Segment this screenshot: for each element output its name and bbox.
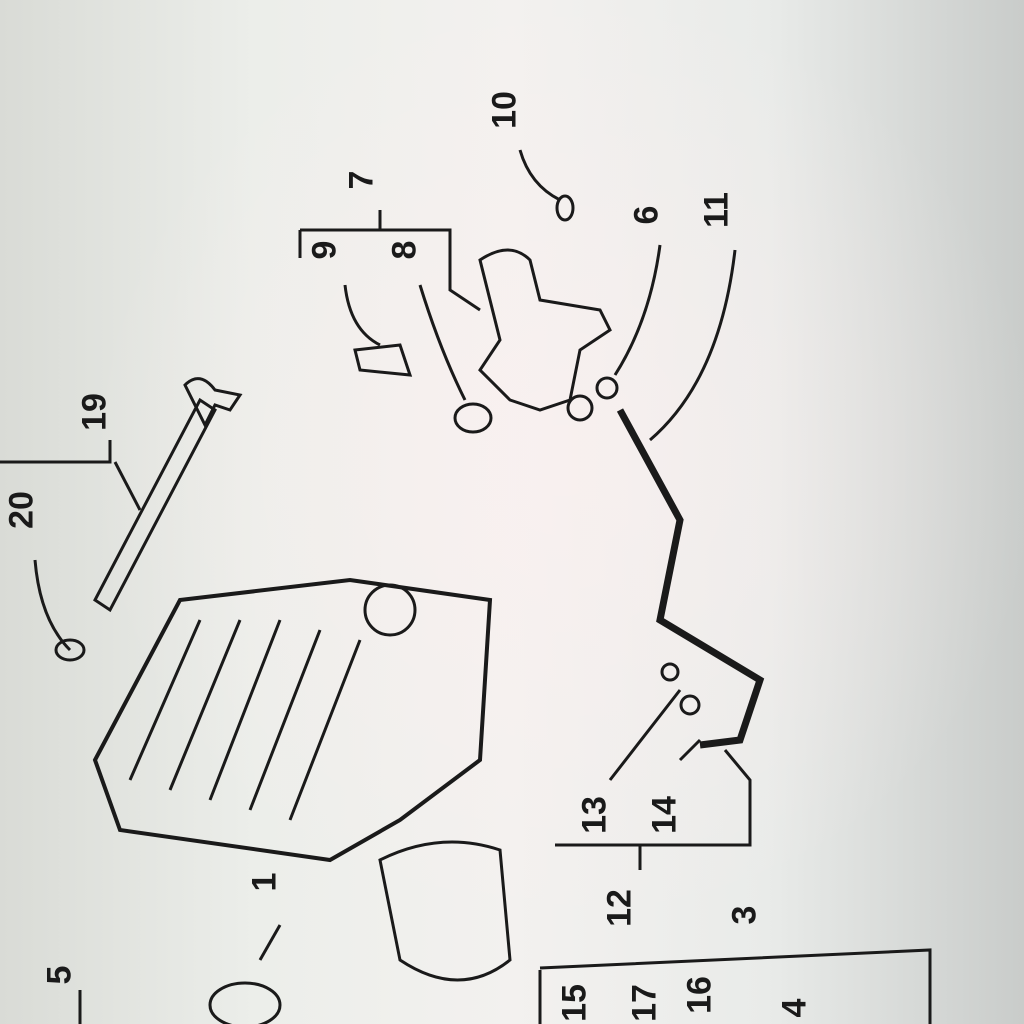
callout-15: 15 [555,984,594,1022]
leader-9 [343,284,381,347]
coolant-pipe [616,408,765,749]
leader-19 [113,461,142,511]
callout-13: 13 [575,796,614,834]
wrench-head [183,377,243,429]
callout-6: 6 [627,205,666,225]
callout-7: 7 [342,170,381,190]
seal-6 [595,376,619,400]
leader-10 [518,149,561,202]
clip-14 [679,694,701,716]
leader-13-14 [608,689,702,781]
part-5 [208,981,282,1024]
callout-8: 8 [385,240,424,260]
engine-pulley [363,583,417,637]
callout-10: 10 [485,91,524,129]
callout-12: 12 [600,889,639,927]
engine-block [92,577,493,863]
callout-9: 9 [305,240,344,260]
seal-8 [453,402,493,434]
callout-19: 19 [75,393,114,431]
callout-5: 5 [40,965,79,985]
housing-port [566,394,594,422]
bracket-19-20 [0,440,112,464]
o-ring-20 [54,638,86,662]
leader-11 [649,249,737,442]
bracket-12 [555,749,752,847]
bracket-3 [538,948,932,1024]
thermostat-housing [478,248,612,412]
wrench-handle [93,397,217,613]
callout-3: 3 [725,905,764,925]
engine-fins [128,619,362,821]
callout-20: 20 [2,491,41,529]
clip-13 [660,662,680,682]
leader-8 [418,284,467,401]
leader-20 [33,559,72,652]
callout-17: 17 [625,984,664,1022]
bolt-10 [555,194,575,222]
cover-3 [378,840,512,982]
callout-4: 4 [775,998,814,1018]
leader-6 [613,244,662,376]
leader-1 [258,924,282,961]
sensor-9 [353,343,413,377]
callout-16: 16 [680,976,719,1014]
callout-1: 1 [245,872,284,892]
callout-14: 14 [645,796,684,834]
bracket-7 [298,228,481,312]
callout-11: 11 [697,192,736,228]
